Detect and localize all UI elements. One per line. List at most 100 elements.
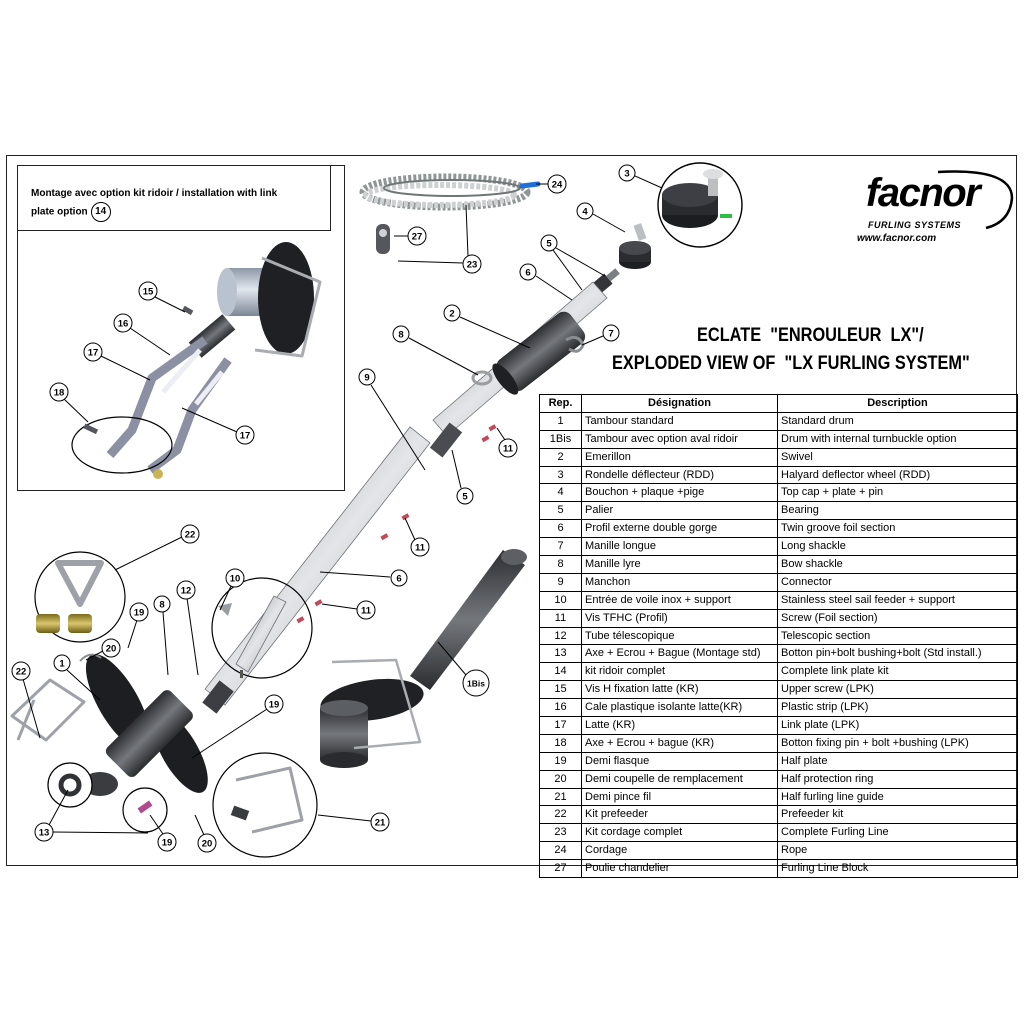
- callout: 11: [496, 427, 518, 458]
- callout-circle: [576, 202, 594, 220]
- leader-line: [129, 327, 171, 356]
- callout: 8: [153, 595, 171, 676]
- leader-line: [451, 449, 462, 489]
- ref-cell: 24: [539, 841, 582, 861]
- leader-line: [370, 384, 426, 471]
- description-cell: Halyard deflector wheel (RDD): [777, 465, 1018, 485]
- callout-number: 27: [412, 231, 423, 242]
- callout-number: 20: [202, 838, 213, 849]
- leader-line: [149, 814, 164, 835]
- callout-layer: 324427235627891151161122108121920122191B…: [11, 164, 663, 853]
- callout: 5: [451, 449, 474, 505]
- callout-circle: [462, 669, 490, 697]
- link-plate-inset-frame: [17, 165, 345, 491]
- callout-number: 13: [39, 827, 50, 838]
- ref-cell: 9: [539, 572, 582, 592]
- leader-line: [194, 814, 205, 836]
- callout-number: 21: [375, 817, 386, 828]
- leader-line: [581, 335, 604, 346]
- callout-number: 20: [106, 643, 117, 654]
- ref-cell: 22: [539, 805, 582, 825]
- foil-screws: [296, 424, 497, 624]
- leader-line: [317, 814, 372, 822]
- callout: 19: [149, 814, 177, 852]
- description-cell: Screw (Foil section): [777, 608, 1018, 628]
- callout-number: 4: [582, 206, 588, 217]
- callout-circle: [498, 438, 518, 458]
- callout: 8: [392, 325, 479, 376]
- designation-cell: Palier: [581, 501, 778, 521]
- callout: 23: [397, 204, 482, 274]
- leader-line: [48, 789, 69, 826]
- designation-cell: Tambour avec option aval ridoir: [581, 429, 778, 449]
- designation-cell: Cordage: [581, 841, 778, 861]
- leader-line: [437, 641, 467, 676]
- callout-number: 9: [364, 372, 369, 383]
- callout-number: 2: [449, 308, 454, 319]
- ref-cell: 2: [539, 447, 582, 467]
- callout-number: 17: [88, 347, 99, 358]
- leader-line: [22, 678, 41, 739]
- description-cell: Botton pin+bolt bushing+bolt (Std instal…: [777, 644, 1018, 664]
- description-cell: Plastic strip (LPK): [777, 698, 1018, 718]
- description-cell: Upper screw (LPK): [777, 680, 1018, 700]
- inset-caption-text: Montage avec option kit ridoir / install…: [31, 188, 278, 218]
- callout-circle: [407, 226, 427, 246]
- callout: 6: [319, 569, 408, 587]
- designation-cell: Vis H fixation latte (KR): [581, 680, 778, 700]
- description-cell: Swivel: [777, 447, 1018, 467]
- callout-number: 11: [415, 542, 426, 553]
- description-cell: Bearing: [777, 501, 1018, 521]
- brand-tagline: FURLING SYSTEMS: [868, 220, 962, 230]
- ref-cell: 12: [539, 626, 582, 646]
- telescopic-joint: [202, 680, 234, 714]
- designation-cell: Entrée de voile inox + support: [581, 590, 778, 610]
- callout-circle: [197, 833, 217, 853]
- callout-circle: [264, 694, 284, 714]
- callout: 16: [113, 313, 171, 356]
- callout-number: 1Bis: [467, 678, 485, 688]
- callout-number: 8: [159, 599, 164, 610]
- leader-line: [186, 597, 199, 676]
- designation-cell: Manille lyre: [581, 555, 778, 574]
- ref-cell: 11: [539, 608, 582, 628]
- callout-number: 6: [525, 267, 530, 278]
- callout-circle: [83, 342, 103, 362]
- callout-circle: [443, 304, 461, 322]
- callout: 22: [114, 524, 200, 571]
- line-block-pulley: [376, 224, 390, 254]
- leader-line: [100, 355, 151, 381]
- bow-shackle: [471, 370, 493, 386]
- designation-cell: Axe + Ecrou + bague (KR): [581, 733, 778, 753]
- callout-circle: [410, 537, 430, 557]
- callout-number: 10: [230, 573, 241, 584]
- callout-circle: [356, 600, 376, 620]
- ref-cell: 7: [539, 537, 582, 557]
- description-cell: Complete Furling Line: [777, 823, 1018, 843]
- ref-cell: 3: [539, 465, 582, 485]
- callout: 19: [191, 694, 284, 759]
- designation-cell: Tambour standard: [581, 411, 778, 431]
- title-english: EXPLODED VIEW OF "LX FURLING SYSTEM": [612, 353, 970, 374]
- line-guide-detail: [212, 752, 318, 858]
- leader-line: [634, 175, 663, 189]
- callout-circle: [153, 595, 171, 613]
- leader-line: [181, 407, 238, 433]
- description-cell: Complete link plate kit: [777, 662, 1018, 682]
- top-cap: [619, 223, 651, 269]
- inset-header-frame: [17, 165, 331, 231]
- ref-cell: 5: [539, 501, 582, 521]
- callout-number: 22: [16, 666, 27, 677]
- description-cell: Telescopic section: [777, 626, 1018, 646]
